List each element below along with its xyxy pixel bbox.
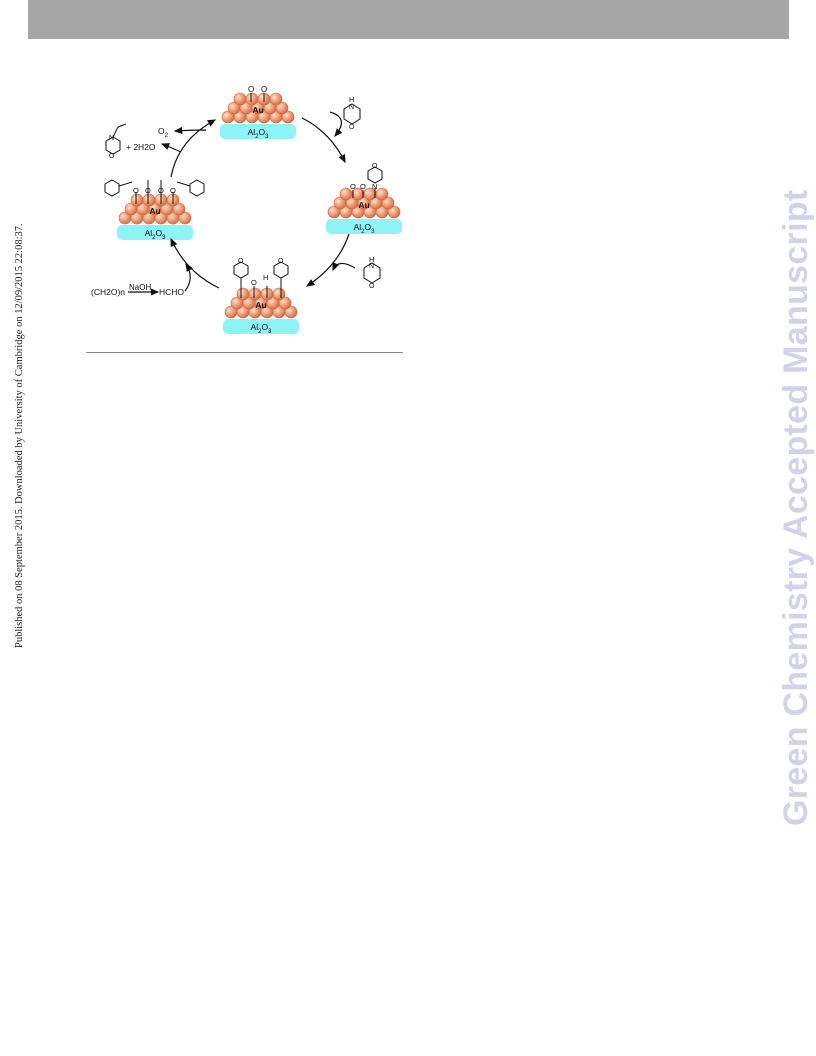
support-label: Al2O3 (251, 322, 273, 335)
hcho-label: HCHO (159, 287, 184, 297)
gold-atom (233, 92, 247, 106)
adsorbed-amine-right: O O N O (350, 163, 383, 198)
adsorbed-amine-bottom: O H O O (233, 258, 289, 298)
svg-text:O: O (278, 258, 284, 265)
cycle-arrows (128, 111, 356, 296)
gold-atom (375, 187, 389, 201)
svg-text:O: O (372, 163, 378, 170)
support-label: Al2O3 (145, 228, 167, 241)
metal-label: Au (358, 200, 369, 210)
svg-text:H: H (369, 255, 374, 264)
gold-atom (281, 110, 295, 124)
metal-label: Au (252, 105, 263, 115)
gold-atom (172, 202, 186, 216)
adsorbed-oxygen-top: O O (248, 85, 267, 102)
svg-text:N: N (349, 104, 354, 111)
svg-text:O: O (238, 258, 244, 265)
gold-atom (142, 193, 156, 207)
gold-atom (284, 305, 298, 319)
svg-text:N: N (369, 263, 374, 270)
catalyst-top: Al2O3 Au (220, 92, 296, 140)
gold-atom (272, 287, 286, 301)
header-band (28, 0, 789, 39)
svg-text:O: O (261, 85, 267, 94)
catalyst-bottom: Al2O3 Au (223, 287, 299, 335)
support-label: Al2O3 (248, 127, 270, 140)
svg-text:O: O (109, 153, 115, 160)
formamide-product: N O (105, 123, 127, 160)
svg-text:O: O (350, 182, 356, 191)
gold-atom (275, 101, 289, 115)
catalyst-right: Al2O3 Au (326, 187, 402, 235)
gold-atom (278, 296, 292, 310)
morpholine-reagent-bottom-right: H N O (363, 255, 381, 290)
gold-atom (178, 211, 192, 225)
svg-text:O: O (133, 186, 139, 195)
paraformaldehyde-label: (CH2O)n (91, 287, 125, 297)
svg-text:O: O (369, 283, 375, 290)
alumina-support (223, 319, 299, 334)
o2-label: O2 (158, 126, 169, 139)
gold-atom (269, 92, 283, 106)
svg-text:O: O (158, 186, 164, 195)
metal-label: Au (255, 300, 266, 310)
gold-atom (387, 205, 401, 219)
catalyst-left: Al2O3 Au (117, 193, 193, 241)
svg-text:N: N (372, 182, 377, 191)
water-byproduct-label: + 2H2O (126, 142, 156, 152)
adsorbed-hemiaminal-left: O O O O (104, 179, 205, 204)
naoh-label: NaOH (129, 283, 151, 292)
svg-text:O: O (360, 182, 366, 191)
alumina-support (220, 124, 296, 139)
svg-text:H: H (263, 273, 268, 282)
svg-text:O: O (170, 186, 176, 195)
gold-atom (245, 92, 259, 106)
svg-text:O: O (145, 186, 151, 195)
gold-atom (381, 196, 395, 210)
gold-atom (130, 193, 144, 207)
svg-text:O: O (251, 278, 257, 287)
gold-atom (236, 287, 250, 301)
alumina-support (326, 219, 402, 234)
alumina-support (117, 225, 193, 240)
figure-rule (86, 352, 403, 353)
svg-text:N: N (109, 135, 114, 142)
metal-label: Au (149, 206, 160, 216)
gold-atom (248, 287, 262, 301)
svg-text:O: O (349, 124, 355, 131)
morpholine-reagent-top-right: H N O (343, 95, 361, 131)
svg-text:O: O (248, 85, 254, 94)
support-label: Al2O3 (354, 222, 376, 235)
svg-text:H: H (349, 95, 354, 104)
